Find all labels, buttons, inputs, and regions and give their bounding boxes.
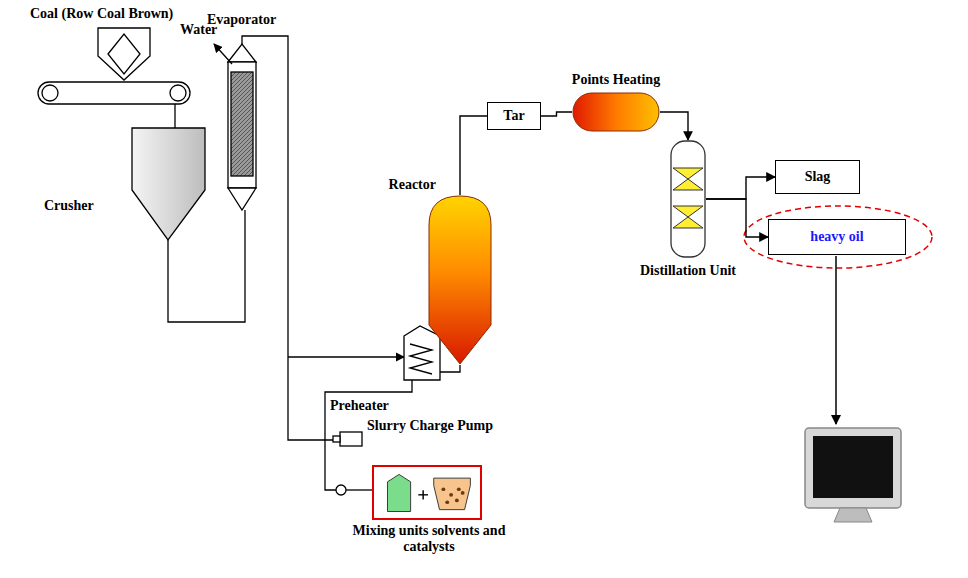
- part-label: Preheater: [330, 398, 389, 414]
- part-label: Slurry Charge Pump: [367, 418, 493, 434]
- conveyor-belt: [38, 82, 190, 104]
- monitor-icon: [805, 428, 901, 522]
- mixing-unit: Mixing units solvents and catalysts: [372, 465, 482, 520]
- flow-connector: [706, 177, 775, 199]
- highlight-ellipse: [744, 206, 932, 268]
- flow-connector: [541, 112, 572, 116]
- water-outlet-arrow: [214, 44, 232, 64]
- heater-vessel: Points Heating: [572, 92, 660, 132]
- coal-hopper: [98, 28, 150, 80]
- output-arrow: [835, 256, 837, 424]
- node-label: Reactor: [389, 177, 436, 193]
- reactor-vessel: Reactor: [428, 195, 492, 365]
- process-box: Tar: [487, 102, 541, 130]
- part-label: Water: [180, 22, 217, 38]
- node-label: Slag: [805, 169, 831, 185]
- diagram-title: Coal (Row Coal Brown): [30, 6, 173, 22]
- slurry-pump-symbol: [333, 432, 362, 495]
- distillation-column: Distillation Unit: [670, 140, 706, 258]
- crusher-hopper: [132, 128, 205, 240]
- node-label: Distillation Unit: [638, 263, 738, 279]
- product-box: heavy oil: [768, 219, 906, 255]
- preheater-symbol: [404, 326, 440, 380]
- part-label: Evaporator: [207, 12, 276, 28]
- evaporator-column: [228, 44, 256, 210]
- flow-connector: [660, 112, 688, 140]
- flow-connector: [460, 116, 487, 195]
- node-label: Tar: [503, 108, 524, 124]
- node-label: heavy oil: [810, 229, 863, 245]
- flow-connector: [706, 199, 768, 237]
- node-label: Mixing units solvents and catalysts: [344, 523, 514, 555]
- part-label: Crusher: [44, 198, 94, 214]
- process-box: Slag: [775, 160, 860, 194]
- node-label: Points Heating: [572, 72, 660, 88]
